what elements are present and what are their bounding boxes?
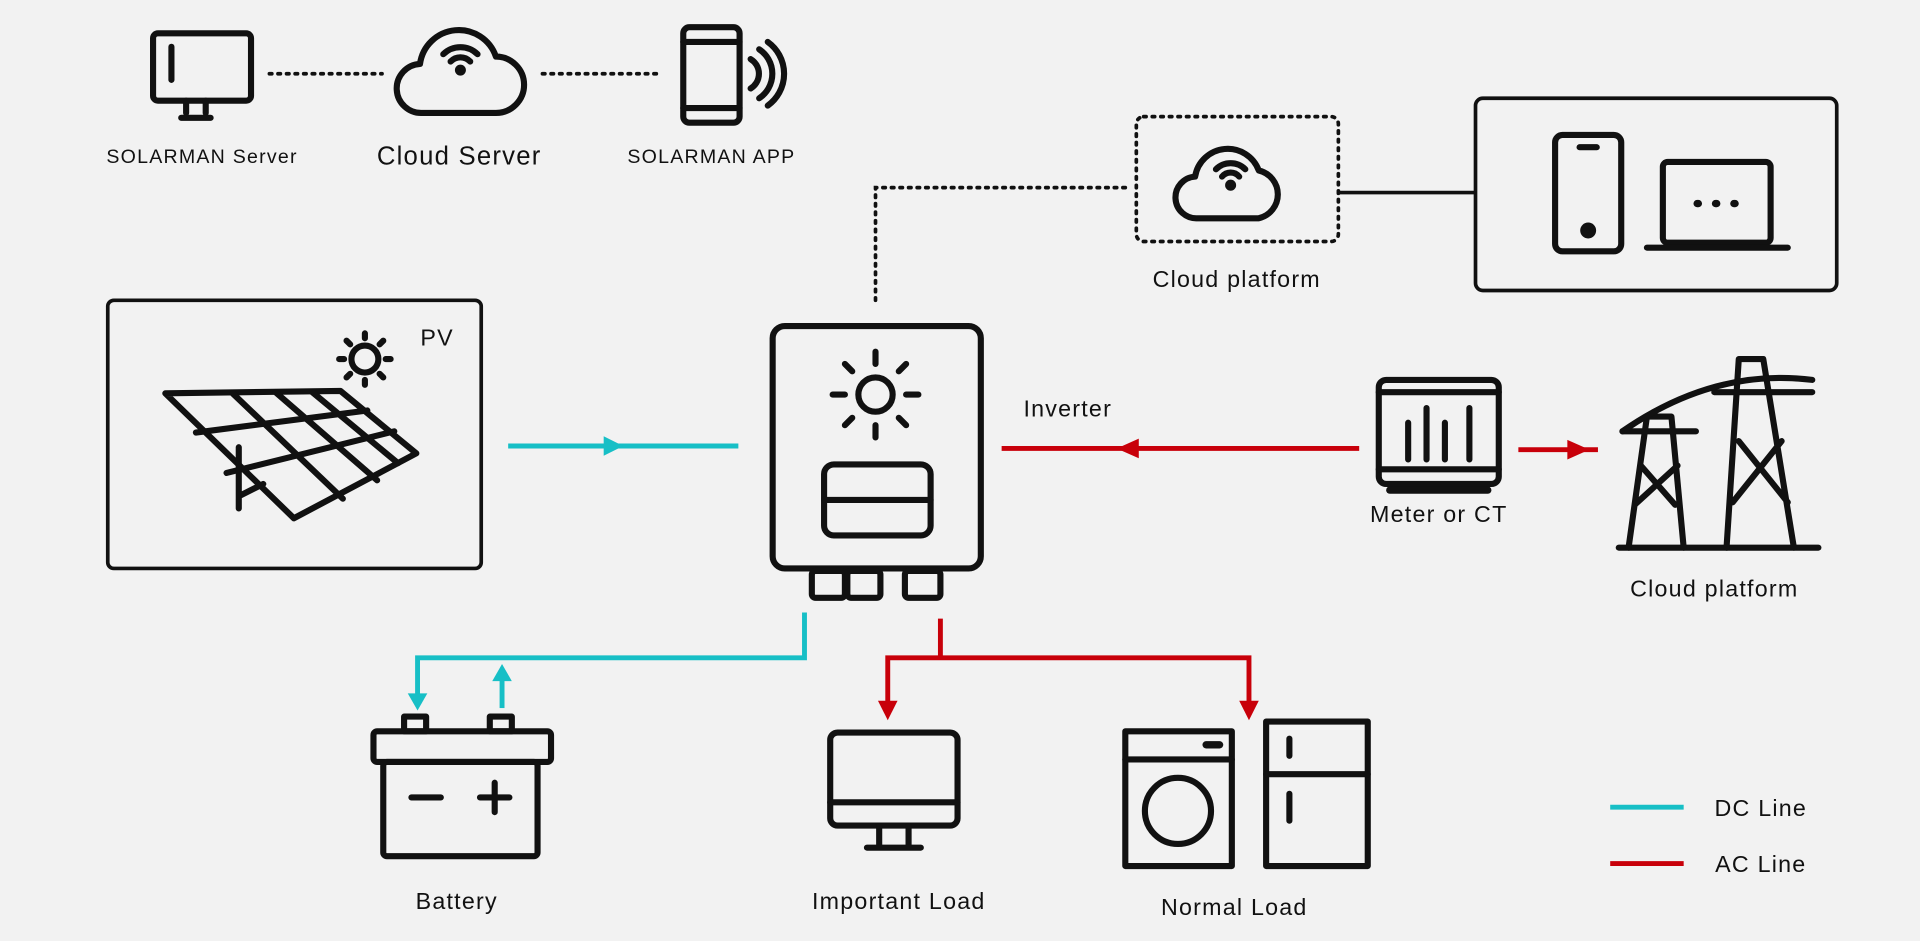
load-ac-line [885, 618, 1252, 711]
pv-label: PV [420, 325, 453, 351]
power-tower-icon [1615, 356, 1822, 551]
solarman-app-label: SOLARMAN APP [627, 146, 795, 168]
important-load-label: Important Load [812, 888, 986, 914]
cloud-wifi-icon [1172, 145, 1281, 222]
normal-load-label: Normal Load [1161, 894, 1308, 920]
laptop-icon [1643, 158, 1791, 251]
inverter-label: Inverter [1023, 396, 1112, 422]
battery-dc-line [415, 612, 807, 701]
battery-icon [370, 713, 555, 860]
solar-panel-icon [162, 387, 420, 522]
cloud-wifi-icon [393, 27, 528, 117]
arrow-down-icon [407, 693, 428, 711]
dotted-data-link [873, 185, 1129, 303]
arrow-down-icon [877, 700, 898, 721]
arrow-down-icon [1239, 700, 1259, 721]
cloud-platform-box [1134, 114, 1341, 244]
battery-label: Battery [416, 888, 498, 914]
server-monitor-icon [150, 30, 255, 121]
washing-machine-icon [1122, 728, 1235, 870]
meter-label: Meter or CT [1370, 501, 1507, 527]
inverter-icon [769, 322, 984, 601]
smartphone-icon [680, 24, 788, 126]
arrow-up-icon [492, 663, 512, 682]
arrow-left-icon [1116, 438, 1139, 459]
grid-label: Cloud platform [1630, 576, 1798, 602]
refrigerator-icon [1263, 718, 1371, 870]
pv-box [105, 298, 484, 571]
legend-dc-label: DC Line [1715, 795, 1808, 821]
legend: DC Line AC Line [1610, 795, 1808, 877]
phone-icon [1552, 131, 1625, 255]
sun-icon [336, 330, 394, 388]
meter-icon [1375, 376, 1502, 494]
monitor-icon [827, 729, 961, 851]
arrow-right-icon [1567, 439, 1590, 460]
arrow-right-icon [603, 436, 624, 456]
devices-box [1473, 96, 1839, 293]
cloud-platform-label: Cloud platform [1153, 266, 1321, 292]
solarman-server-label: SOLARMAN Server [106, 146, 297, 168]
legend-ac-label: AC Line [1715, 851, 1806, 877]
cloud-server-label: Cloud Server [377, 142, 542, 170]
